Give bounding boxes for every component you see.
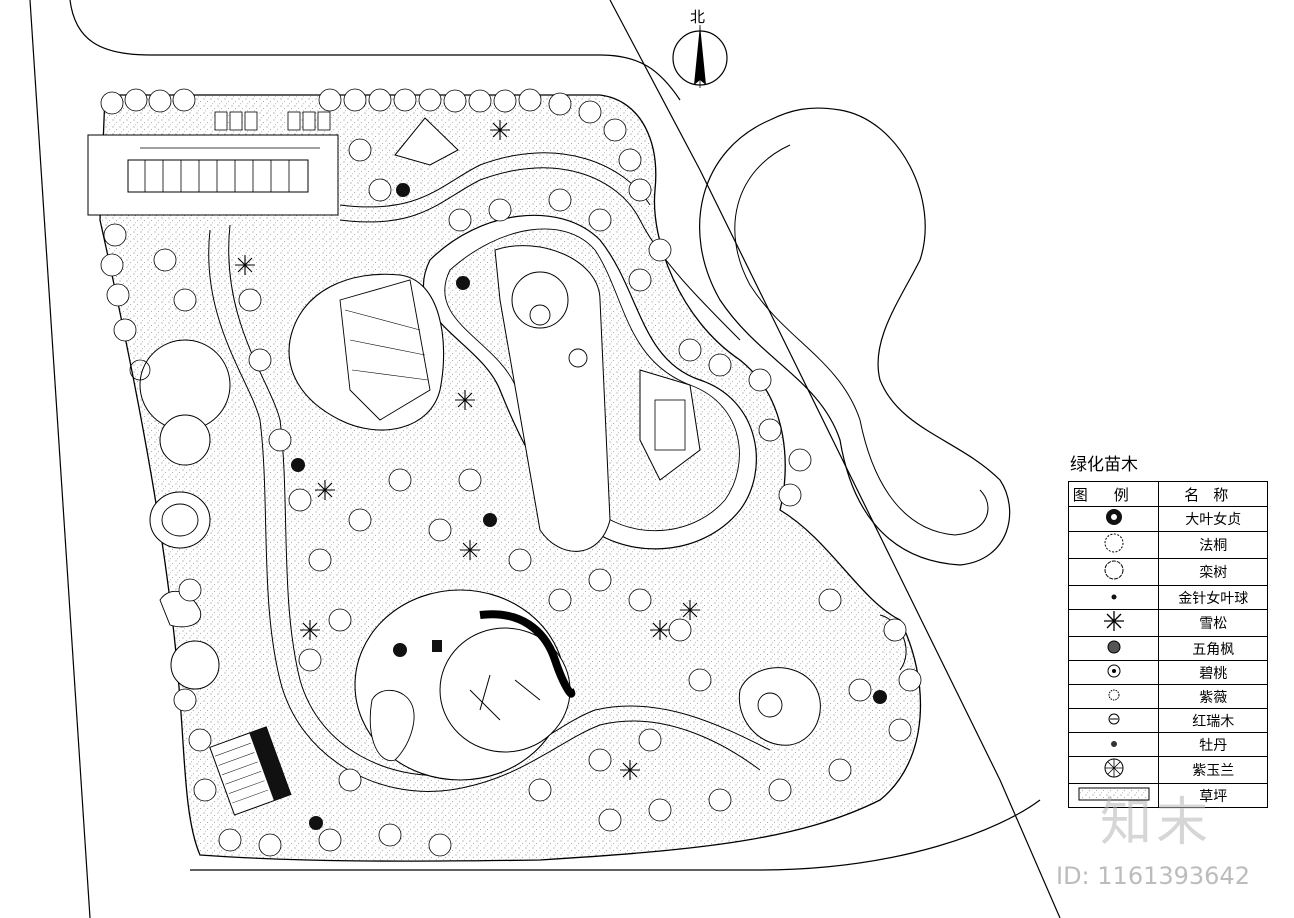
legend-item-name: 碧桃 <box>1158 660 1268 685</box>
legend-row: 栾树 <box>1067 558 1268 586</box>
dark-broadleaf-trees <box>291 183 887 830</box>
shrub-dot-icon <box>1111 594 1117 599</box>
park-paths <box>208 152 771 792</box>
legend-row: 大叶女贞 <box>1067 506 1268 532</box>
legend-item-name: 五角枫 <box>1158 636 1268 661</box>
legend-row: 红瑞木 <box>1067 708 1268 733</box>
planting-legend: 绿化苗木 图例 名称 大叶女贞 法桐 栾树 金针女叶球 雪松 五角枫 <box>1064 450 1278 808</box>
legend-row: 紫薇 <box>1067 684 1268 709</box>
legend-title: 绿化苗木 <box>1070 455 1138 475</box>
legend-row: 碧桃 <box>1067 660 1268 685</box>
tree-plane-icon <box>1104 533 1124 553</box>
redosier-icon <box>1108 713 1120 724</box>
legend-item-name: 雪松 <box>1158 609 1268 637</box>
tree-goldenrain-icon <box>1104 560 1124 580</box>
legend-item-name: 栾树 <box>1158 558 1268 586</box>
legend-item-name: 草坪 <box>1158 783 1268 808</box>
parking-stalls <box>214 111 331 131</box>
tree-dark-broadleaf-icon <box>1105 509 1122 525</box>
cedar-star-icon <box>1103 611 1124 631</box>
maple-icon <box>1107 640 1121 653</box>
watermark-logo: 知末 <box>1100 793 1213 853</box>
peach-icon <box>1107 664 1121 677</box>
legend-row: 牡丹 <box>1067 732 1268 757</box>
lawn-hatch-icon <box>1078 787 1150 800</box>
crape-myrtle-icon <box>1108 689 1120 700</box>
magnolia-icon <box>1104 758 1124 778</box>
legend-header-row: 图例 名称 <box>1067 481 1268 507</box>
southwest-building <box>209 726 292 816</box>
legend-item-name: 红瑞木 <box>1158 708 1268 733</box>
north-compass-icon <box>672 25 728 88</box>
legend-item-name: 金针女叶球 <box>1158 585 1268 610</box>
pavilion-structure <box>639 369 701 481</box>
legend-row: 法桐 <box>1067 531 1268 559</box>
tent-canopy <box>339 279 431 421</box>
legend-item-name: 法桐 <box>1158 531 1268 559</box>
watermark-id: ID: 1161393642 <box>1056 862 1250 890</box>
legend-item-name: 紫玉兰 <box>1158 756 1268 784</box>
tree-canopies <box>100 88 922 857</box>
legend-header-name: 名称 <box>1184 485 1243 504</box>
legend-item-name: 牡丹 <box>1158 732 1268 757</box>
legend-row: 雪松 <box>1067 609 1268 637</box>
legend-header-symbol: 图例 <box>1072 485 1155 504</box>
legend-table: 图例 名称 大叶女贞 法桐 栾树 金针女叶球 雪松 五角枫 碧桃 <box>1067 481 1268 808</box>
legend-row: 五角枫 <box>1067 636 1268 661</box>
legend-row: 草坪 <box>1067 783 1268 808</box>
north-label: 北 <box>690 8 706 26</box>
legend-item-name: 大叶女贞 <box>1158 506 1268 532</box>
north-pavilion <box>394 117 459 166</box>
peony-icon <box>1110 740 1117 747</box>
legend-item-name: 紫薇 <box>1158 684 1268 709</box>
surrounding-roads <box>29 0 1061 918</box>
slide-track <box>479 610 576 698</box>
fountain-ring <box>511 271 569 329</box>
cedar-stars <box>235 120 700 780</box>
east-loop-road <box>699 107 1011 566</box>
legend-row: 金针女叶球 <box>1067 585 1268 610</box>
